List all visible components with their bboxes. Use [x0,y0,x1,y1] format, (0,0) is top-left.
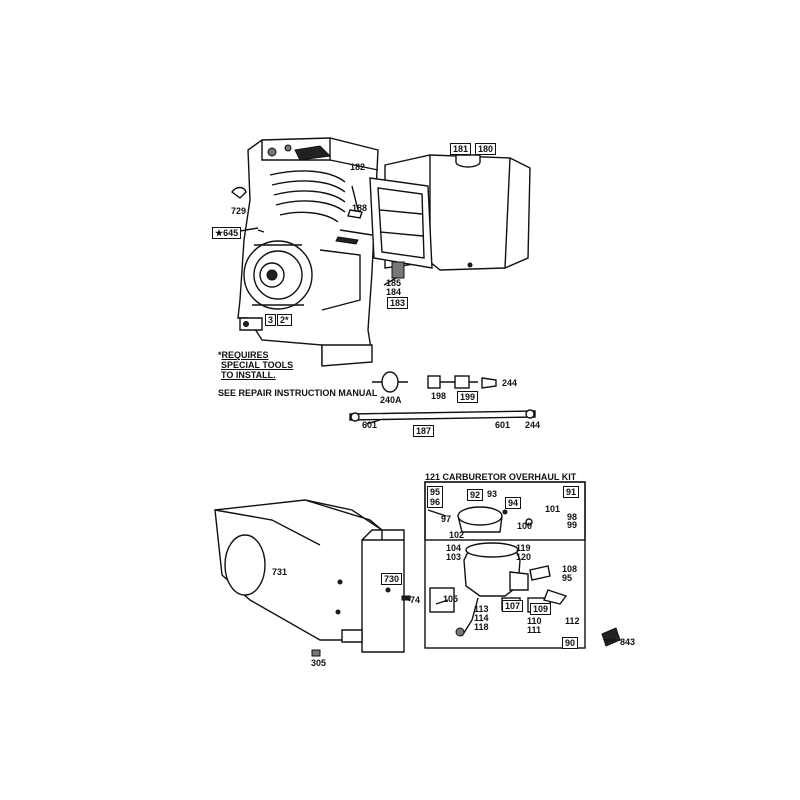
fuel-tank-drawing [369,154,531,279]
label-119: 119 [516,543,531,553]
engine-block-drawing [237,137,379,367]
note-see-manual: SEE REPAIR INSTRUCTION MANUAL [218,388,378,398]
label-305: 305 [311,658,327,668]
label-103: 103 [446,552,462,562]
label-110: 110 [527,616,542,626]
label-729: 729 [231,206,247,216]
fuel-filter-parts-drawing [349,371,536,422]
label-102: 102 [449,530,465,540]
kit-title: 121 CARBURETOR OVERHAUL KIT [425,472,577,482]
label-731: 731 [272,567,288,577]
label-601-left: 601 [362,420,378,430]
label-114: 114 [474,613,489,623]
label-120: 120 [516,552,532,562]
label-112: 112 [565,616,580,626]
misc-small-parts [231,186,621,647]
label-180: 180 [475,143,497,155]
label-187: 187 [413,425,435,437]
blower-housing-drawing [214,499,411,657]
label-91: 91 [563,486,580,498]
label-185: 185 [386,278,402,288]
label-98: 98 [567,512,578,522]
label-105: 105 [443,594,459,604]
label-93: 93 [487,489,498,499]
note-requires: *REQUIRES SPECIAL TOOLS TO INSTALL. [218,350,294,380]
label-184: 184 [386,287,402,297]
label-95-lower: 95 [562,573,573,583]
label-843: 843 [620,637,636,647]
label-2: 2* [277,314,292,326]
label-244-top: 244 [502,378,518,388]
label-113: 113 [474,604,489,614]
label-94: 94 [505,497,522,509]
label-92: 92 [467,489,484,501]
label-182: 182 [350,162,366,172]
label-104: 104 [446,543,462,553]
label-645: ★645 [212,227,242,239]
label-90: 90 [562,637,579,649]
label-3: 3 [265,314,277,326]
label-199: 199 [457,391,479,403]
label-101: 101 [545,504,561,514]
label-240a: 240A [380,395,402,405]
label-108: 108 [562,564,578,574]
label-601-right: 601 [495,420,511,430]
label-100: 100 [517,521,533,531]
label-111: 111 [527,625,542,635]
label-99: 99 [567,520,578,530]
label-181: 181 [450,143,472,155]
label-97: 97 [441,514,452,524]
label-109: 109 [530,603,552,615]
label-118: 118 [474,622,489,632]
label-183: 183 [387,297,409,309]
label-188: 188 [352,203,368,213]
label-730: 730 [381,573,403,585]
label-198: 198 [431,391,447,401]
label-244-bottom: 244 [525,420,541,430]
label-74: 74 [410,595,421,605]
label-107: 107 [502,600,524,612]
